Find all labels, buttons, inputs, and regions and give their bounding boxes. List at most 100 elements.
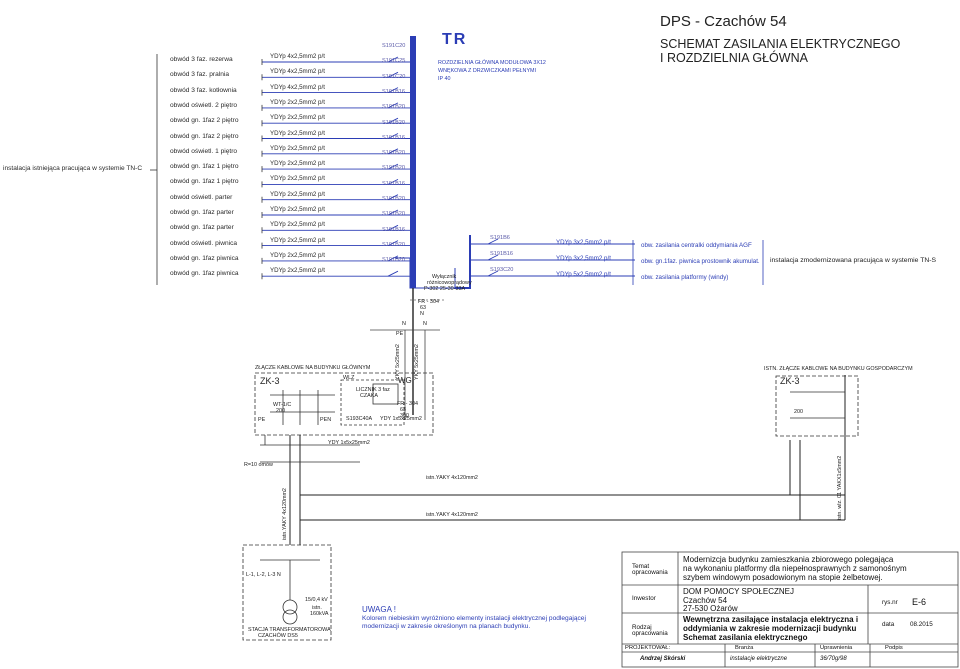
right-circuit-name: obw. zasilania centralki oddymiania AGF bbox=[641, 242, 752, 249]
wg-label: WG bbox=[398, 376, 412, 385]
tb-data-value: 08.2015 bbox=[910, 621, 933, 628]
left-circuit-breaker: S191B16 bbox=[382, 180, 406, 187]
right-circuit-name: obw. gn.1faz. piwnica prostownik akumula… bbox=[641, 258, 760, 265]
left-circuit-cable: YDYp 2x2,5mm2 p/t bbox=[270, 175, 325, 183]
tb-rys-value: E-6 bbox=[912, 597, 927, 607]
meter-line2: CZAKA bbox=[360, 393, 378, 399]
left-circuit-cable: YDYp 2x2,5mm2 p/t bbox=[270, 221, 325, 229]
cable-left-vertical: istn.YAKY 4x120mm2 bbox=[282, 488, 288, 540]
left-circuit-breaker: S191C20 bbox=[382, 73, 406, 80]
tb-inwestor-2: Czachów 54 bbox=[683, 596, 728, 605]
transformer-station-1: STACJA TRANSFORMATOROWA bbox=[248, 627, 331, 633]
left-circuit-lines bbox=[261, 56, 410, 280]
pen-n2: N bbox=[423, 321, 427, 327]
breaker-switch-symbol bbox=[387, 148, 399, 155]
tb-temat-label: Temat opracowania bbox=[632, 563, 668, 577]
zk-left-fuse-l: WT-1/C bbox=[273, 402, 292, 408]
left-circuit-breaker: S191C25 bbox=[382, 58, 406, 65]
breaker-switch-symbol bbox=[487, 254, 499, 261]
transformer-kva-1: istn. bbox=[312, 605, 322, 611]
wg-v2: 300 bbox=[400, 413, 409, 419]
left-circuit-breaker: S191C20 bbox=[382, 43, 406, 49]
pen-n1: N bbox=[402, 321, 406, 327]
left-circuit-name: obwód 3 faz. rezerwa bbox=[170, 56, 233, 63]
tb-rodzaj-3: Schemat zasilania elektrycznego bbox=[683, 633, 808, 642]
tb-branza: Branża bbox=[735, 645, 754, 651]
tb-projektowal: PROJEKTOWAŁ: bbox=[625, 645, 671, 651]
left-circuit-name: obwód 3 faz. kotłownia bbox=[170, 86, 237, 94]
tb-uprawnienia: Uprawnienia bbox=[820, 645, 853, 651]
note-line2: modernizacji w zakresie określonym na pl… bbox=[362, 623, 531, 630]
zk-right-title: ISTN. ZŁĄCZE KABLOWE NA BUDYNKU GOSPODAR… bbox=[764, 366, 913, 372]
tb-temat-3: szybem windowym posadowionym na stopie ż… bbox=[683, 573, 883, 582]
right-circuit-cable: YDYp 3x2,5mm2 p/t bbox=[556, 239, 611, 246]
breaker-switch-symbol bbox=[387, 209, 399, 216]
left-circuit-cable: YDYp 4x2,5mm2 p/t bbox=[270, 83, 325, 91]
tb-rodzaj-1: Wewnętrzna zasilające instalacja elektry… bbox=[683, 615, 859, 624]
left-circuit-cable: YDYp 2x2,5mm2 p/t bbox=[270, 129, 325, 137]
meter-wlz: WLZ bbox=[343, 375, 355, 381]
tb-data-label: data bbox=[882, 621, 895, 628]
tb-inwestor-1: DOM POMOCY SPOŁECZNEJ bbox=[683, 587, 794, 596]
main-switch-line3: P-302 25-30-33A bbox=[424, 286, 466, 292]
meter-breaker: S193C40A bbox=[346, 416, 373, 422]
left-circuit-cable: YDYp 2x2,5mm2 p/t bbox=[270, 236, 325, 244]
zk-right-code: ZK-3 bbox=[780, 376, 800, 386]
left-circuit-cable: YDYp 4x2,5mm2 p/t bbox=[270, 53, 325, 60]
left-circuit-breaker: S191B20 bbox=[382, 211, 406, 218]
left-circuit-cable: YDYp 2x2,5mm2 p/t bbox=[270, 251, 325, 259]
breaker-switch-symbol bbox=[387, 270, 399, 277]
zk-left-pen: PEN bbox=[320, 417, 332, 423]
zk-left-pe: PE bbox=[258, 417, 266, 423]
right-circuit-cable: YDYp 3x2,5mm2 p/t bbox=[556, 255, 611, 262]
tb-author: Andrzej Skórski bbox=[640, 656, 686, 662]
meter-cable: YDY 1x5x25mm2 bbox=[380, 416, 422, 422]
cable-upper: istn.YAKY 4x120mm2 bbox=[426, 475, 478, 481]
page-subtitle-1: SCHEMAT ZASILANIA ELEKTRYCZNEGO bbox=[660, 37, 901, 51]
tb-branza-value: instalacje elektryczne bbox=[730, 656, 788, 662]
breaker-switch-symbol bbox=[487, 238, 499, 245]
left-circuit-name: obwód gn. 1faz piwnica bbox=[170, 270, 239, 278]
surge-value: 63 bbox=[420, 305, 426, 311]
tb-rodzaj-2: oddymiania w zakresie modernizacji budyn… bbox=[683, 624, 857, 633]
tb-rys-label: rys.nr bbox=[882, 599, 898, 606]
left-circuit-name: obwód 3 faz. pralnia bbox=[170, 71, 230, 79]
page-title: DPS - Czachów 54 bbox=[660, 13, 787, 30]
right-circuit-lines bbox=[470, 238, 764, 285]
breaker-switch-symbol bbox=[387, 224, 399, 231]
zk-left-title: ZŁĄCZE KABLOWE NA BUDYNKU GŁÓWNYM bbox=[255, 365, 371, 371]
breaker-switch-symbol bbox=[387, 102, 399, 109]
note-line1: Kolorem niebieskim wyróżniono elementy i… bbox=[362, 615, 586, 622]
breaker-switch-symbol bbox=[387, 163, 399, 170]
left-circuit-name: obwód gn. 1faz 1 piętro bbox=[170, 163, 239, 171]
tb-uprawnienia-value: 36/70g/98 bbox=[820, 656, 847, 662]
transformer-kv: 15/0,4 kV bbox=[305, 597, 328, 603]
breaker-switch-symbol bbox=[387, 255, 399, 262]
left-circuit-cable: YDYp 2x2,5mm2 p/t bbox=[270, 160, 325, 168]
breaker-switch-symbol bbox=[387, 178, 399, 185]
page-subtitle-2: I ROZDZIELNIA GŁÓWNA bbox=[660, 51, 808, 65]
tr-desc-2: WNĘKOWA Z DRZWICZKAMI PEŁNYMI bbox=[438, 68, 537, 74]
right-circuit-name: obw. zasilania platformy (windy) bbox=[641, 274, 729, 281]
transformer-kva-2: 160kVA bbox=[310, 611, 329, 617]
left-circuit-breaker: S191B20 bbox=[382, 104, 406, 111]
tb-temat-2: na wykonaniu platformy dla niepełnospraw… bbox=[683, 564, 907, 573]
left-circuit-cable: YDYp 4x2,5mm2 p/t bbox=[270, 68, 325, 76]
left-circuit-name: obwód gn. 1faz parter bbox=[170, 209, 234, 216]
breaker-switch-symbol bbox=[487, 270, 499, 277]
right-circuit-cable: YDYp 5x2,5mm2 p/t bbox=[556, 271, 611, 278]
left-circuit-name: obwód oświetl. 1 piętro bbox=[170, 147, 238, 155]
tb-inwestor-label: Inwestor bbox=[632, 595, 656, 602]
left-circuit-name: obwód gn. 1faz 1 piętro bbox=[170, 178, 239, 186]
wg-breaker: FR - 304 bbox=[397, 401, 418, 407]
transformer-phases: L-1, L-2, L-3 N bbox=[246, 572, 281, 578]
breaker-switch-symbol bbox=[387, 56, 399, 63]
pen-pe: PE bbox=[396, 331, 404, 337]
left-circuit-breaker: S191B20 bbox=[382, 165, 406, 172]
left-circuit-cable: YDYp 2x2,5mm2 p/t bbox=[270, 144, 325, 152]
tr-desc-3: IP 40 bbox=[438, 76, 451, 82]
existing-installation-label: instalacja istniejąca pracująca w system… bbox=[3, 165, 143, 172]
left-circuit-name: obwód gn. 1faz parter bbox=[170, 224, 234, 232]
